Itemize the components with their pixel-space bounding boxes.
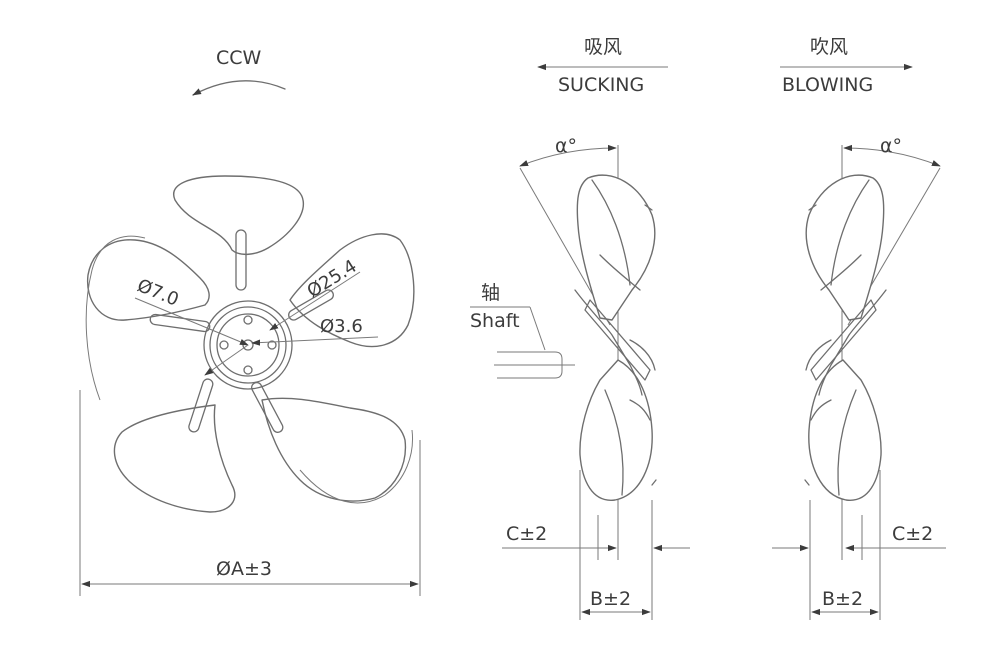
sucking-view: 吸风 SUCKING α° 轴 Shaft [470,36,690,620]
sucking-cn-label: 吸风 [584,36,622,58]
sucking-b-label: B±2 [590,588,631,610]
sucking-angle-arc [519,144,617,167]
mount-hole-left [219,340,229,350]
blowing-angle-label: α° [880,135,902,157]
mount-hole-right [267,340,277,350]
blowing-b-label: B±2 [822,588,863,610]
blowing-blade-profile [804,174,887,501]
leader-dia-7-tail [204,344,249,376]
sucking-angle-label: α° [555,135,577,157]
leader-dia-25 [269,271,361,331]
overall-dia-label: ØA±3 [216,558,272,580]
blades [85,175,415,513]
mount-hole-bottom [243,365,253,375]
ccw-arrow [192,80,286,96]
blade-envelope [85,235,414,504]
blowing-cn-label: 吹风 [810,36,848,58]
shaft-symbol [494,351,575,379]
blowing-c-label: C±2 [892,523,933,545]
leader-dia-7 [134,297,249,346]
blade-right [289,233,415,348]
blowing-angle-arc [843,144,941,167]
hub [203,300,293,390]
blade-top [173,175,305,255]
spoke-top [235,229,247,291]
shaft-en-label: Shaft [470,310,520,332]
blade-lower-left [113,404,236,513]
rotation-label: CCW [216,47,262,69]
sucking-c-label: C±2 [506,523,547,545]
front-view: CCW [79,47,421,596]
mount-hole-top [243,315,253,325]
sucking-blade-profile [574,174,657,501]
spoke-lower-left [188,378,214,433]
sucking-en-label: SUCKING [558,74,644,96]
blade-left [86,239,210,321]
blowing-en-label: BLOWING [782,74,873,96]
blowing-view: 吹风 BLOWING α° C±2 [772,36,946,620]
shaft-leader [529,306,546,351]
blade-lower-right [261,397,407,502]
spoke-left [149,313,211,333]
shaft-cn-label: 轴 [481,282,500,304]
dia-3-label: Ø3.6 [320,316,363,337]
spoke-lower-right [251,381,284,433]
leader-dia-3 [251,336,379,346]
